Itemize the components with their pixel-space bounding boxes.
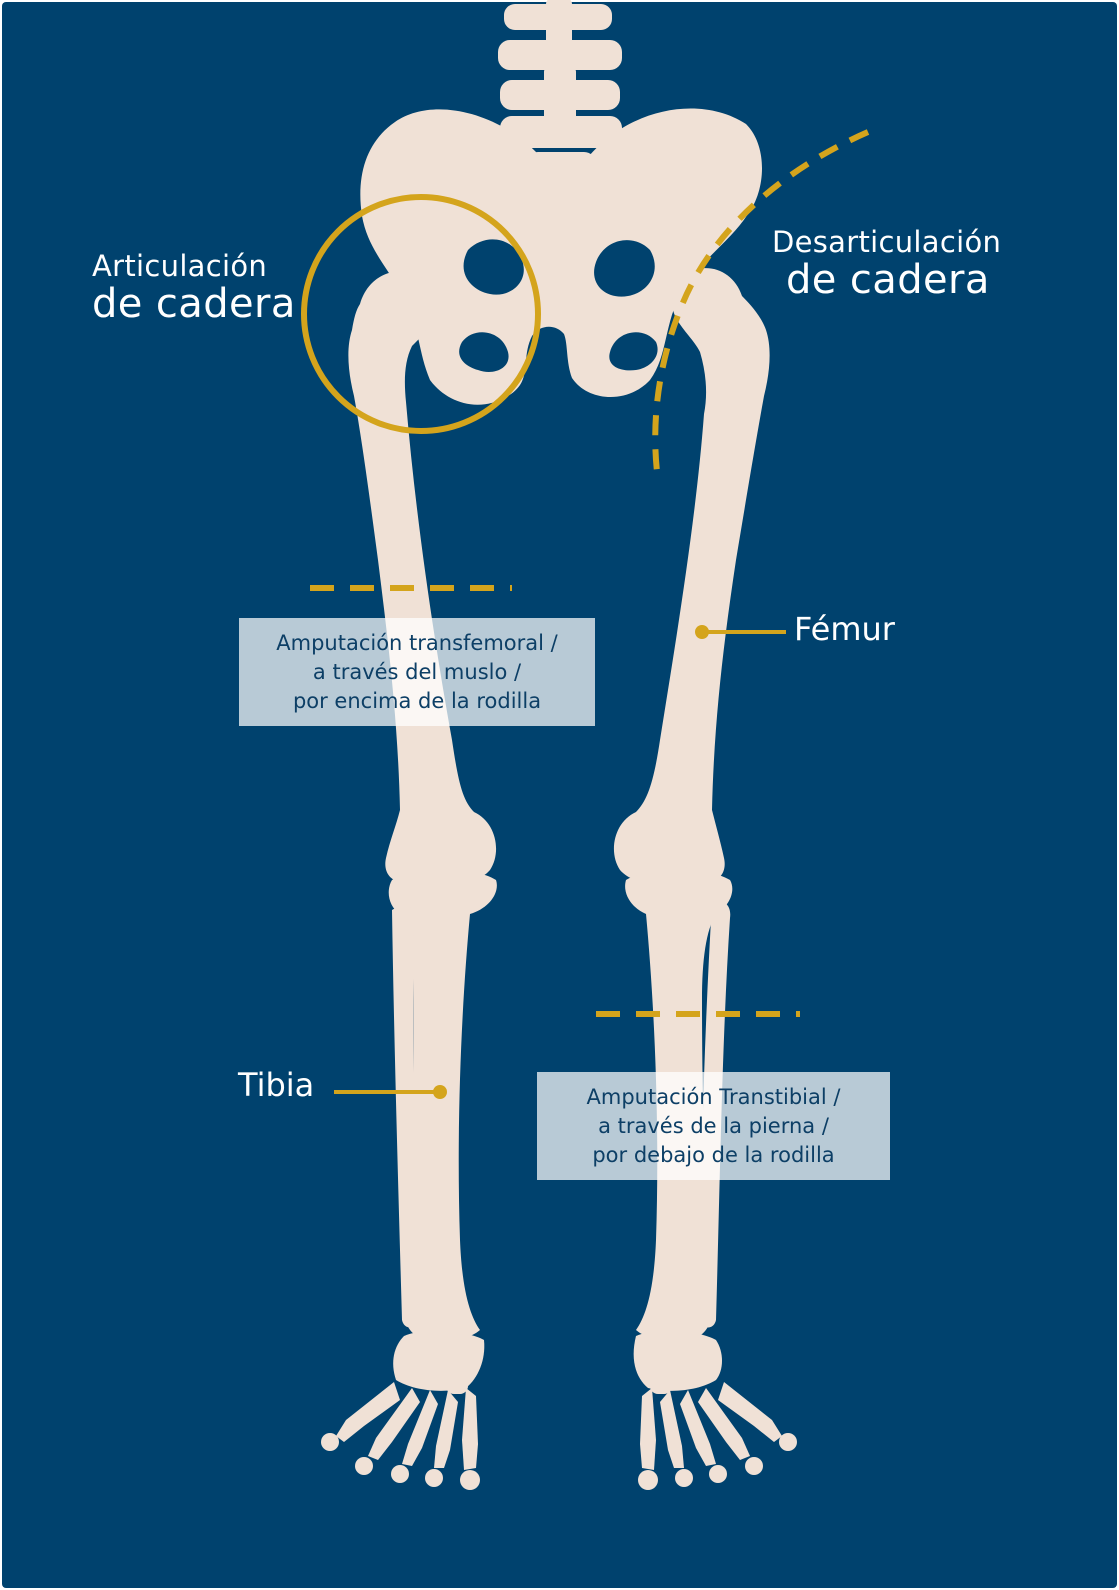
femur-label: Fémur: [794, 612, 895, 648]
transtibial-line-3: por debajo de la rodilla: [537, 1141, 890, 1170]
transtibial-line-2: a través de la pierna /: [537, 1112, 890, 1141]
femur-pointer-dot: [695, 625, 709, 639]
hip-joint-label-line-1: Articulación: [92, 250, 296, 282]
transtibial-line-1: Amputación Transtibial /: [537, 1083, 890, 1112]
hip-joint-label-line-2: de cadera: [92, 282, 296, 327]
hip-joint-label: Articulación de cadera: [92, 250, 296, 327]
transfemoral-line-3: por encima de la rodilla: [239, 687, 595, 716]
hip-disarticulation-label: Desarticulación de cadera: [772, 226, 1001, 303]
transfemoral-line-2: a través del muslo /: [239, 658, 595, 687]
tibia-label: Tibia: [238, 1068, 314, 1104]
hip-disarticulation-label-line-2: de cadera: [786, 258, 1001, 303]
transfemoral-amputation-box: Amputación transfemoral / a través del m…: [239, 618, 595, 726]
hip-disarticulation-label-line-1: Desarticulación: [772, 226, 1001, 258]
transfemoral-line-1: Amputación transfemoral /: [239, 629, 595, 658]
tibia-pointer-dot: [433, 1085, 447, 1099]
transtibial-amputation-box: Amputación Transtibial / a través de la …: [537, 1072, 890, 1180]
